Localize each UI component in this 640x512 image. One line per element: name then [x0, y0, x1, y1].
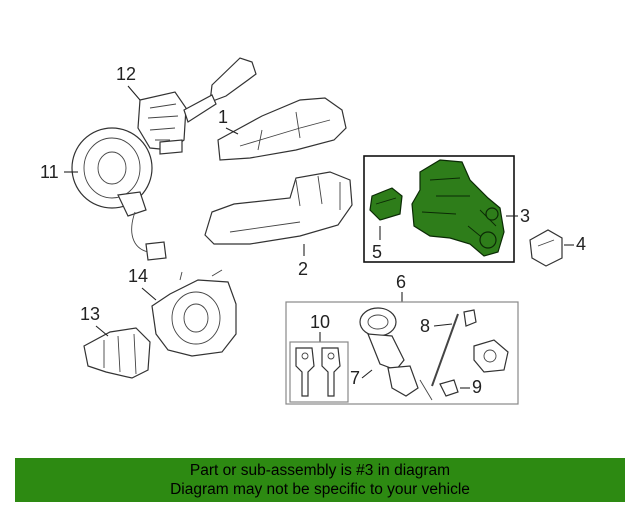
callout-label-9: 9	[472, 377, 482, 397]
callout-label-11: 11	[40, 162, 59, 182]
callout-14: 14	[128, 266, 157, 301]
callout-label-13: 13	[80, 304, 100, 324]
callout-5: 5	[372, 226, 382, 262]
part-7-lock-cylinder	[359, 307, 433, 401]
part-11-clock-spring	[71, 127, 167, 261]
part-10-key-box	[289, 341, 349, 403]
part-6-kit-box	[285, 301, 519, 405]
callout-13: 13	[80, 304, 109, 337]
callout-label-14: 14	[128, 266, 148, 286]
info-banner: Part or sub-assembly is #3 in diagram Di…	[15, 458, 625, 502]
part-6-group: 6	[285, 272, 519, 405]
callout-2: 2	[298, 244, 308, 279]
part-8-lock-rod	[431, 309, 477, 387]
callout-7: 7	[350, 368, 373, 388]
part-12-combination-switch	[137, 57, 257, 155]
callout-9: 9	[460, 377, 482, 397]
part-10-keys: 10	[289, 312, 349, 403]
part-13-wiper-switch	[83, 327, 151, 379]
part-14-sensor-assembly	[151, 269, 237, 357]
part-5-interlock-solenoid	[369, 187, 403, 221]
callout-8: 8	[420, 316, 453, 336]
callout-11: 11	[40, 162, 78, 182]
part-9-clip	[439, 379, 459, 397]
callout-3: 3	[506, 206, 530, 226]
part-2-lower-column-cover	[204, 171, 353, 245]
part-3-ignition-lock-housing	[411, 159, 505, 257]
callout-4: 4	[564, 234, 586, 254]
callout-label-6: 6	[396, 272, 406, 292]
part-6-switch-component	[473, 339, 509, 373]
callout-1: 1	[218, 107, 239, 135]
callout-label-1: 1	[218, 107, 228, 127]
callout-label-7: 7	[350, 368, 360, 388]
banner-line-2: Diagram may not be specific to your vehi…	[170, 481, 470, 498]
part-4-switch	[529, 229, 563, 267]
callout-label-2: 2	[298, 259, 308, 279]
part-1-upper-column-cover	[217, 97, 347, 161]
callout-label-10: 10	[310, 312, 330, 332]
callout-label-8: 8	[420, 316, 430, 336]
part-3-highlight-box	[363, 155, 515, 263]
callout-label-5: 5	[372, 242, 382, 262]
callout-12: 12	[116, 64, 141, 101]
callout-label-3: 3	[520, 206, 530, 226]
banner-line-1: Part or sub-assembly is #3 in diagram	[189, 462, 451, 479]
callout-label-4: 4	[576, 234, 586, 254]
callout-label-12: 12	[116, 64, 136, 84]
